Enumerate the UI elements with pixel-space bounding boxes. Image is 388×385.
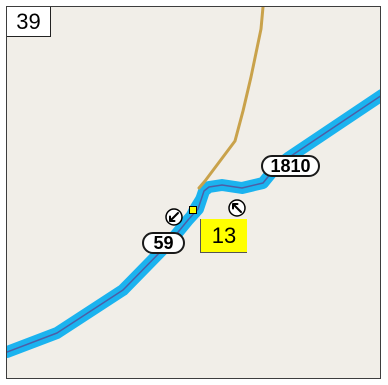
- direction-arrow-southwest-icon: [165, 208, 183, 226]
- trail-road: [197, 7, 265, 190]
- location-label: 13: [200, 219, 247, 253]
- map-background: [7, 7, 380, 378]
- map-page-number: 39: [7, 7, 51, 37]
- route-shield-59: 59: [142, 232, 185, 254]
- route-shield-1810: 1810: [261, 155, 320, 177]
- map-canvas: [7, 7, 380, 378]
- direction-arrow-northwest-icon: [228, 199, 246, 217]
- map-panel: 39 1810 59 13: [6, 6, 381, 379]
- junction-node-marker: [189, 206, 197, 214]
